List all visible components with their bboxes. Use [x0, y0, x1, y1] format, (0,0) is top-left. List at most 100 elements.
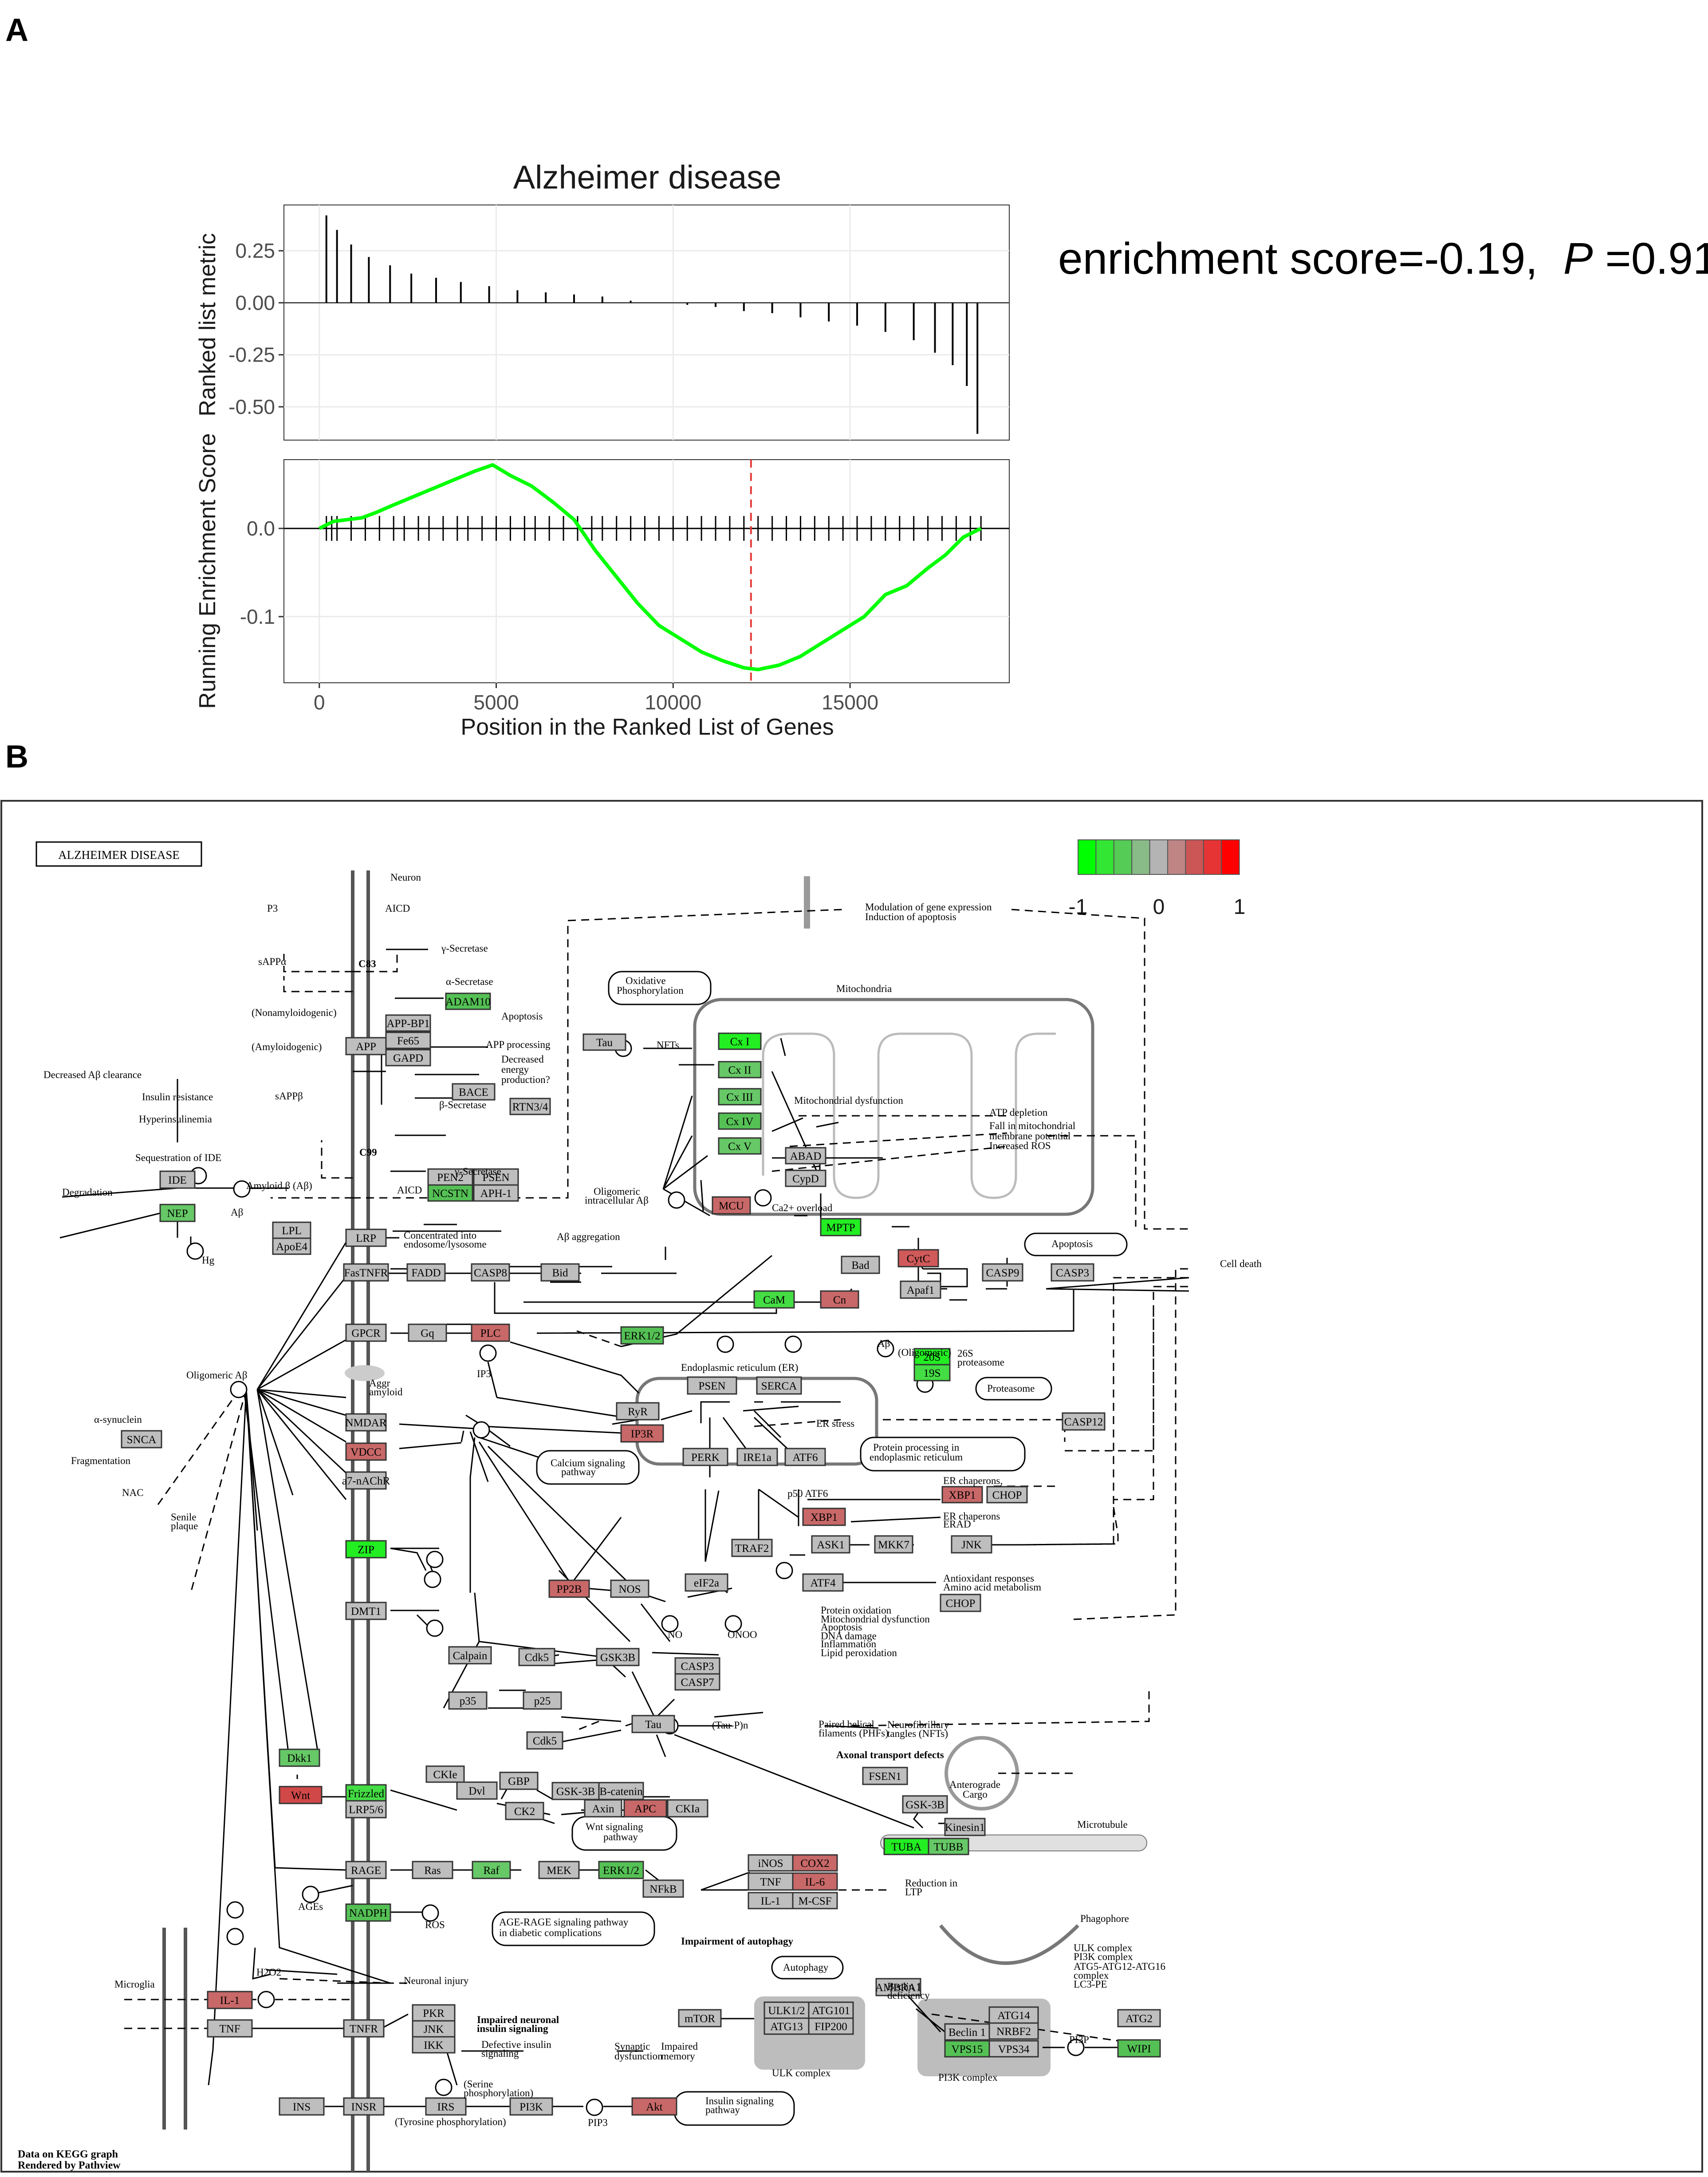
kegg-label-54: proteasome	[957, 1357, 1004, 1368]
gene-box-81	[345, 1800, 387, 1819]
kegg-label-64: Protein processing in	[873, 1442, 960, 1453]
gene-label-82: CKIe	[433, 1769, 457, 1781]
kegg-label-55: Proteasome	[987, 1383, 1035, 1394]
gene-label-54: 19S	[924, 1367, 941, 1379]
gene-box-61	[811, 1535, 850, 1554]
gene-box-42	[900, 1280, 941, 1299]
legend-label-neg1: -1	[1069, 895, 1088, 919]
kegg-label-32: Oxidative	[626, 975, 666, 986]
gene-label-124: FIP200	[815, 2021, 847, 2033]
gene-label-85: CK2	[514, 1806, 535, 1818]
gene-label-57: XBP1	[948, 1489, 976, 1501]
gene-label-8: PSEN	[482, 1172, 509, 1184]
gene-box-111	[343, 2019, 385, 2038]
gene-box-39	[820, 1290, 859, 1309]
gene-box-120	[678, 2009, 722, 2027]
legend-swatch-5	[1167, 839, 1186, 875]
gene-label-97: Ras	[424, 1865, 441, 1877]
kegg-label-112: Neuronal injury	[404, 1975, 469, 1986]
kegg-label-108: LC3-PE	[1074, 1979, 1107, 1990]
gene-label-50: PERK	[691, 1452, 720, 1464]
mitochondria-compartment	[693, 998, 1094, 1216]
gene-box-46	[687, 1376, 737, 1395]
kegg-label-66: p50 ATF6	[787, 1488, 828, 1499]
legend-swatch-1	[1095, 839, 1114, 875]
top-ytick-label-2: -0.25	[228, 343, 275, 366]
gene-label-118: PI3K	[519, 2101, 543, 2113]
kegg-label-125: Insulin signaling	[705, 2095, 774, 2106]
gene-label-63: JNK	[961, 1539, 982, 1551]
gene-box-89	[623, 1799, 667, 1818]
gene-label-41: CytC	[907, 1253, 930, 1265]
gene-box-26	[345, 1540, 387, 1559]
gene-label-40: Bad	[851, 1260, 870, 1272]
kegg-label-26: Hg	[202, 1255, 215, 1266]
gene-box-1	[385, 1014, 431, 1032]
gene-box-82	[425, 1765, 465, 1783]
running-es-ylabel: Running Enrichment Score	[195, 433, 220, 709]
gene-label-92: GSK-3B	[905, 1799, 945, 1811]
nucleus-membrane-mark	[804, 876, 810, 929]
gene-label-100: ERK1/2	[603, 1865, 639, 1877]
legend-swatch-8	[1221, 839, 1240, 875]
gene-box-37	[820, 1218, 862, 1236]
kegg-label-40: Increased ROS	[989, 1140, 1051, 1151]
gene-label-126: ATG14	[997, 2010, 1030, 2022]
gene-label-80: Frizzled	[348, 1788, 384, 1800]
gene-box-106	[748, 1892, 794, 1909]
gene-label-36: MCU	[719, 1200, 744, 1212]
gene-label-88: Axin	[592, 1803, 615, 1815]
gene-label-67: PP2B	[557, 1583, 582, 1595]
gene-label-18: CASP8	[474, 1267, 507, 1279]
kegg-label-102: deficiency	[887, 1990, 930, 2001]
gene-box-14	[272, 1237, 311, 1255]
gene-label-29: Cx I	[730, 1036, 750, 1048]
gene-box-66	[940, 1594, 981, 1612]
gene-box-74	[526, 1731, 563, 1750]
gene-label-3: GAPD	[393, 1052, 423, 1064]
bot-xtick-label-3: 15000	[822, 691, 878, 714]
gene-box-125	[875, 1978, 921, 1996]
bot-xtick-label-2: 10000	[645, 691, 701, 714]
kegg-label-30: Modulation of gene expression	[865, 902, 992, 913]
kegg-label-76: Apoptosis	[821, 1622, 862, 1633]
gene-label-112: PKR	[423, 2008, 445, 2020]
kegg-label-123: (Tyrosine phosphorylation)	[395, 2116, 506, 2127]
gene-label-11: IDE	[168, 1174, 187, 1186]
gene-box-132	[1117, 2039, 1161, 2058]
kegg-label-67: ER chaperons,	[943, 1475, 1003, 1486]
gene-box-69	[448, 1646, 492, 1665]
kegg-label-77: DNA damage	[821, 1630, 877, 1642]
kegg-label-70: Antioxidant responses	[943, 1573, 1034, 1584]
kegg-label-34: Mitochondria	[836, 983, 892, 994]
kegg-label-31: Induction of apoptosis	[865, 911, 956, 922]
kegg-label-82: Neurofibrillary	[887, 1719, 949, 1730]
kegg-label-48: amyloid	[369, 1386, 403, 1398]
kegg-title: ALZHEIMER DISEASE	[58, 848, 180, 862]
gene-box-2	[385, 1031, 431, 1049]
kegg-label-22: Sequestration of IDE	[135, 1152, 221, 1163]
gene-box-30	[718, 1061, 762, 1079]
kegg-label-37: ATP depletion	[989, 1107, 1048, 1118]
gene-label-25: a7-nAChR	[342, 1475, 390, 1487]
kegg-label-115: Defective insulin	[481, 2039, 551, 2050]
gene-label-58: CHOP	[992, 1489, 1022, 1501]
gene-label-90: CKIa	[676, 1803, 700, 1815]
kegg-label-39: membrane potential	[989, 1130, 1070, 1142]
gene-box-110	[207, 2019, 253, 2038]
gene-label-74: Cdk5	[533, 1735, 557, 1747]
kegg-label-28: endosome/lysosome	[404, 1239, 487, 1250]
gene-box-53	[913, 1348, 951, 1366]
gene-box-101	[642, 1879, 684, 1898]
gene-box-115	[279, 2097, 325, 2116]
gene-box-58	[986, 1486, 1028, 1504]
kegg-label-62: Calcium signaling	[551, 1457, 626, 1468]
gene-label-128: NRBF2	[996, 2026, 1031, 2038]
kegg-label-120: memory	[661, 2051, 695, 2062]
legend-swatch-0	[1078, 839, 1097, 875]
gene-box-23	[345, 1413, 387, 1432]
gene-box-91	[862, 1767, 908, 1785]
gene-box-131	[1117, 2009, 1161, 2027]
gene-box-56	[121, 1430, 162, 1449]
legend-label-1: 1	[1234, 895, 1246, 919]
